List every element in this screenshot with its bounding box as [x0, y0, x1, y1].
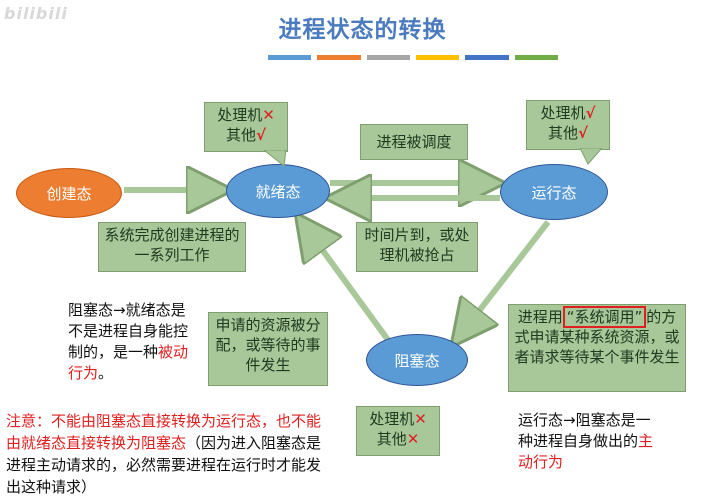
warning-red-text: 注意：不能由阻塞态直接转换为运行态，也不能由就绪态直接转换为阻塞态: [6, 412, 322, 452]
cross-icon: ✕: [406, 430, 420, 448]
note-end: 。: [98, 364, 114, 382]
arrow-running-to-blocked: [458, 220, 551, 338]
callout-blocked-resources: 处理机✕ 其他✕: [356, 406, 440, 456]
cross-icon: ✕: [414, 410, 427, 428]
resource-cpu-label: 处理机: [217, 106, 263, 124]
warning-black-text: （因为进入阻塞态是进程主动请求的，必然需要进程在运行时才能发出这种请求）: [6, 434, 322, 496]
color-bar: [514, 55, 558, 60]
color-bar: [366, 55, 410, 60]
state-blocked-label: 阻塞态: [394, 351, 440, 370]
color-bar: [317, 55, 361, 60]
callout-preempted: 时间片到，或处理机被抢占: [356, 222, 478, 272]
watermark: bilibili: [4, 4, 68, 23]
callout-tail: [580, 148, 603, 165]
state-create-label: 创建态: [46, 184, 92, 203]
callout-scheduled: 进程被调度: [360, 124, 468, 160]
title-color-bars: [268, 55, 558, 60]
color-bar: [465, 55, 509, 60]
note-blocked-to-ready-text: 阻塞态→就绪态是不是进程自身能控制的，是一种: [68, 301, 189, 361]
callout-resource-allocated-text: 申请的资源被分配，或等待的事件发生: [215, 316, 321, 374]
callout-preempted-text: 时间片到，或处理机被抢占: [364, 226, 470, 264]
callout-create-done-text: 系统完成创建进程的一系列工作: [104, 226, 240, 264]
callout-syscall-suffix: 的方式申请某种系统资源，或者请求等待某个事件发生: [514, 308, 680, 366]
callout-ready-resources: 处理机✕ 其他√: [204, 102, 288, 152]
color-bar: [268, 55, 312, 60]
resource-cpu-label: 处理机: [369, 410, 415, 428]
check-icon: √: [256, 126, 267, 144]
resource-cpu-label: 处理机: [540, 104, 586, 122]
callout-scheduled-text: 进程被调度: [376, 133, 452, 151]
state-running: 运行态: [500, 164, 608, 220]
warning-note: 注意：不能由阻塞态直接转换为运行态，也不能由就绪态直接转换为阻塞态（因为进入阻塞…: [6, 410, 334, 498]
syscall-highlight: “系统调用”: [562, 306, 647, 328]
color-bar: [415, 55, 460, 60]
note-passive-behavior: 被动行为: [68, 343, 189, 382]
resource-other-label: 其他: [225, 126, 256, 144]
note-blocked-to-ready: 阻塞态→就绪态是不是进程自身能控制的，是一种被动行为。: [68, 300, 196, 384]
cross-icon: ✕: [262, 106, 275, 124]
resource-other-label: 其他: [547, 124, 578, 142]
state-running-label: 运行态: [531, 183, 577, 202]
state-ready-label: 就绪态: [255, 182, 301, 201]
state-blocked: 阻塞态: [366, 334, 468, 386]
callout-running-resources: 处理机√ 其他√: [526, 100, 610, 150]
note-active-behavior: 主动行为: [518, 432, 654, 471]
arrow-blocked-to-ready: [302, 222, 391, 342]
note-running-to-blocked: 运行态→阻塞态是一种进程自身做出的主动行为: [518, 410, 658, 473]
page-title: 进程状态的转换: [278, 17, 447, 43]
resource-other-label: 其他: [376, 430, 407, 448]
callout-tail: [264, 150, 287, 167]
callout-create-done: 系统完成创建进程的一系列工作: [98, 222, 246, 272]
note-running-to-blocked-text: 运行态→阻塞态是一种进程自身做出的: [518, 411, 651, 450]
callout-syscall: 进程用“系统调用”的方式申请某种系统资源，或者请求等待某个事件发生: [508, 304, 686, 392]
check-icon: √: [585, 104, 596, 122]
callout-resource-allocated: 申请的资源被分配，或等待的事件发生: [208, 312, 328, 386]
check-icon: √: [578, 124, 589, 142]
state-ready: 就绪态: [226, 164, 330, 218]
callout-syscall-prefix: 进程用: [517, 308, 563, 326]
state-create: 创建态: [16, 168, 122, 218]
